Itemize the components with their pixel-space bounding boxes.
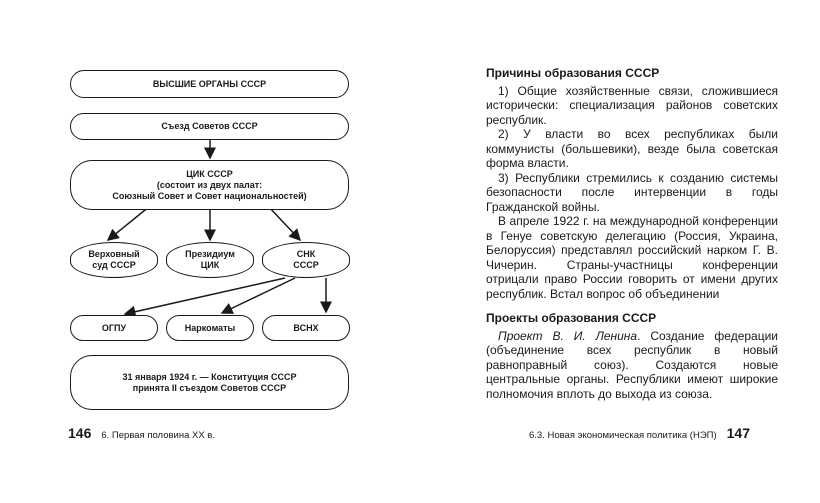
section-heading: Проекты образования СССР (486, 311, 657, 325)
running-title: 6.3. Новая экономическая политика (НЭП) (528, 430, 717, 441)
paragraph: 3) Республики стремились к созданию сист… (486, 170, 778, 214)
right-footer: 6.3. Новая экономическая политика (НЭП) … (529, 425, 750, 441)
arrow-snk-to-ogpu (123, 277, 286, 318)
arrow-cik-to-snk (267, 205, 302, 242)
ogpu-box: ОГПУ (70, 315, 158, 341)
left-page: ВЫСШИЕ ОРГАНЫ СССР Съезд Советов СССР ЦИ… (0, 0, 410, 441)
supreme-organs-box: ВЫСШИЕ ОРГАНЫ СССР (70, 70, 349, 98)
paragraph: Проект В. И. Ленина. Создание федерации … (486, 329, 778, 402)
supreme-court-box: Верховный суд СССР (70, 242, 158, 278)
diagram-arrows (106, 138, 332, 318)
right-page: Причины образования СССР 1) Общие хозяйс… (410, 0, 820, 503)
paragraph: В апреле 1922 г. на международной конфер… (486, 214, 778, 301)
arrow-cik-to-court (106, 205, 151, 241)
italic-term: Проект В. И. Ленина (498, 328, 638, 343)
vsnh-box: ВСНХ (262, 315, 350, 341)
presidium-box: Президиум ЦИК (166, 242, 254, 278)
page-number: 147 (726, 425, 750, 441)
narkomaty-box: Наркоматы (166, 315, 254, 341)
constitution-box: 31 января 1924 г. — Конституция СССР при… (70, 355, 349, 410)
text-column: Причины образования СССР 1) Общие хозяйс… (486, 66, 778, 401)
snk-box: СНК СССР (262, 242, 350, 278)
section-heading: Причины образования СССР (486, 66, 660, 80)
cik-box: ЦИК СССР (состоит из двух палат: Союзный… (70, 160, 349, 210)
left-footer: 146 6. Первая половина XX в. (68, 425, 215, 441)
ussr-organs-diagram: ВЫСШИЕ ОРГАНЫ СССР Съезд Советов СССР ЦИ… (0, 0, 410, 440)
paragraph: 1) Общие хозяйственные связи, сложившиес… (486, 83, 778, 127)
arrow-snk-to-narkomaty (220, 277, 296, 314)
page-number: 146 (68, 425, 92, 441)
running-title: 6. Первая половина XX в. (101, 430, 215, 441)
paragraph: 2) У власти во всех республиках были ком… (486, 127, 778, 170)
paragraph-text: . Создание федерации (объединение всех р… (486, 328, 778, 401)
congress-box: Съезд Советов СССР (70, 113, 349, 140)
